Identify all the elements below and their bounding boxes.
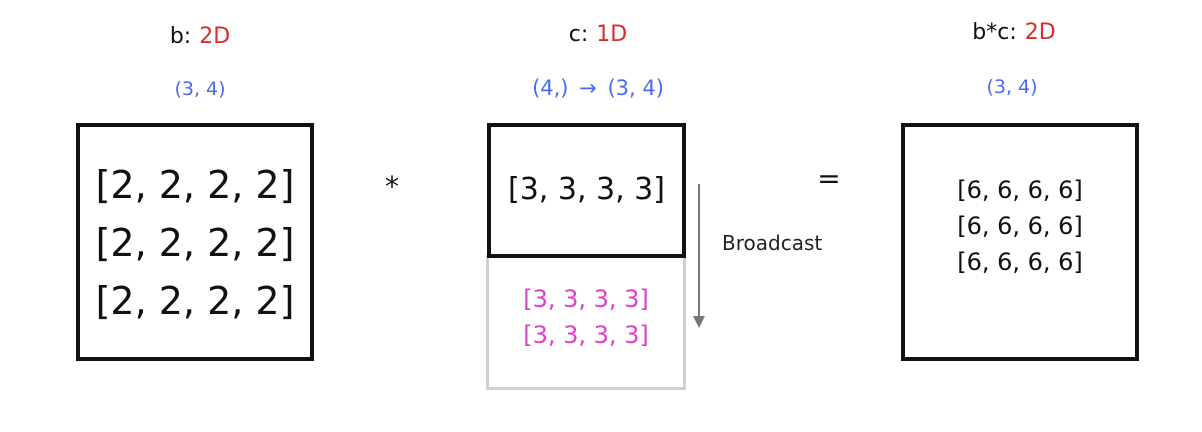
b-matrix-box: [2, 2, 2, 2] [2, 2, 2, 2] [2, 2, 2, 2]: [76, 123, 314, 361]
b-dimension: 2D: [199, 24, 231, 49]
c-broadcast-row: [3, 3, 3, 3]: [523, 285, 649, 313]
broadcast-arrow-icon: [693, 184, 705, 328]
c-shape: (4,) → (3, 4): [488, 76, 708, 100]
b-row: [2, 2, 2, 2]: [95, 279, 295, 323]
b-shape: (3, 4): [174, 78, 226, 100]
broadcast-label: Broadcast: [722, 231, 823, 255]
b-name: b:: [169, 24, 192, 49]
c-name: c:: [568, 22, 589, 47]
c-dimension: 1D: [596, 22, 628, 47]
b-matrix: [2, 2, 2, 2] [2, 2, 2, 2] [2, 2, 2, 2]: [80, 156, 310, 330]
b-row: [2, 2, 2, 2]: [95, 221, 295, 265]
result-row: [6, 6, 6, 6]: [957, 212, 1083, 240]
result-name: b*c:: [972, 20, 1017, 45]
c-title: c: 1D: [498, 22, 698, 48]
result-row: [6, 6, 6, 6]: [957, 248, 1083, 276]
multiply-operator: *: [385, 170, 399, 203]
c-shape-from: (4,): [532, 76, 569, 100]
c-shape-arrow: →: [579, 76, 597, 100]
c-vector: [3, 3, 3, 3]: [508, 172, 665, 207]
result-row: [6, 6, 6, 6]: [957, 176, 1083, 204]
b-row: [2, 2, 2, 2]: [95, 163, 295, 207]
result-title: b*c: 2D: [914, 20, 1114, 46]
result-matrix-box: [6, 6, 6, 6] [6, 6, 6, 6] [6, 6, 6, 6]: [901, 123, 1139, 361]
c-broadcast-matrix: [3, 3, 3, 3] [3, 3, 3, 3]: [489, 281, 683, 353]
c-broadcast-box: [3, 3, 3, 3] [3, 3, 3, 3]: [486, 255, 686, 390]
c-broadcast-row: [3, 3, 3, 3]: [523, 321, 649, 349]
result-matrix: [6, 6, 6, 6] [6, 6, 6, 6] [6, 6, 6, 6]: [905, 172, 1135, 280]
result-shape: (3, 4): [986, 76, 1038, 98]
result-dimension: 2D: [1024, 20, 1056, 45]
c-vector-box: [3, 3, 3, 3]: [487, 123, 686, 258]
equals-operator: =: [817, 162, 841, 195]
c-shape-to: (3, 4): [607, 76, 664, 100]
b-title: b: 2D: [100, 24, 300, 50]
